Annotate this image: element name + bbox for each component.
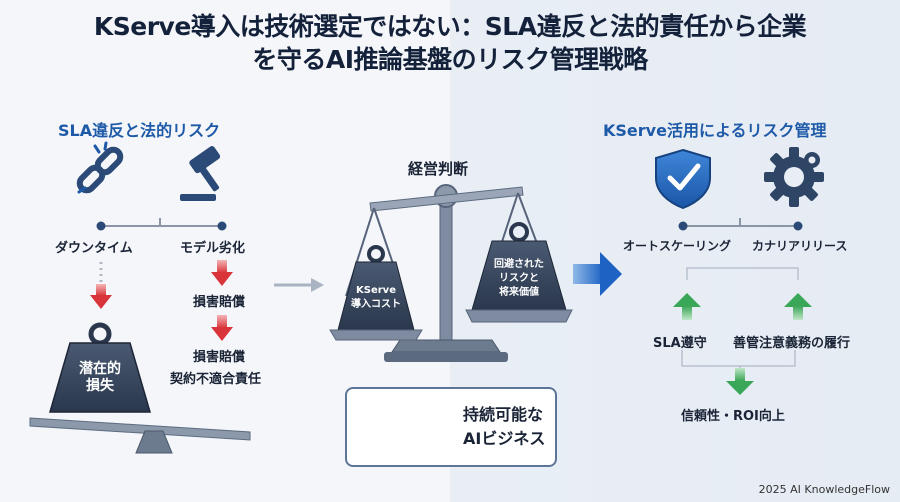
sla-compliance-label: SLA遵守 bbox=[653, 336, 707, 351]
downtime-label: ダウンタイム bbox=[55, 241, 133, 256]
kserve-cost-text: KServe 導入コスト bbox=[340, 284, 412, 312]
duty-of-care-label: 善管注意義務の履行 bbox=[733, 336, 851, 351]
avoided-risk-weight bbox=[465, 222, 573, 323]
canary-release-label: カナリアリリース bbox=[752, 239, 848, 253]
footer-credit: 2025 AI KnowledgeFlow bbox=[758, 483, 890, 496]
kserve-cost-weight bbox=[329, 245, 423, 341]
left-connector bbox=[96, 218, 227, 231]
avoided-risk-line-2: リスクと bbox=[499, 273, 539, 284]
left-to-center-arrow bbox=[274, 278, 324, 292]
result-down-arrow bbox=[726, 368, 754, 395]
damages-label-2: 損害賠償 bbox=[193, 350, 246, 365]
degradation-arrow-2 bbox=[211, 315, 233, 341]
canary-up-arrow bbox=[784, 293, 812, 320]
page-title: KServe導入は技術選定ではない：SLA違反と法的責任から企業 を守るAI推論… bbox=[0, 10, 900, 76]
title-line-1: KServe導入は技術選定ではない：SLA違反と法的責任から企業 bbox=[93, 12, 807, 41]
model-degradation-label: モデル劣化 bbox=[180, 241, 246, 256]
contract-breach-label: 契約不適合責任 bbox=[170, 372, 262, 387]
right-section-title: KServe活用によるリスク管理 bbox=[603, 121, 827, 140]
title-line-2: を守るAI推論基盤のリスク管理戦略 bbox=[252, 45, 648, 74]
callout-line-2: AIビジネス bbox=[463, 429, 546, 448]
avoided-risk-line-3: 将来価値 bbox=[499, 287, 539, 298]
callout-line-1: 持続可能な bbox=[463, 405, 544, 424]
management-decision-title: 経営判断 bbox=[408, 160, 469, 178]
potential-loss-weight bbox=[49, 322, 151, 413]
autoscaling-label: オートスケーリング bbox=[623, 239, 732, 253]
potential-loss-line-1: 潜在的 bbox=[79, 361, 121, 377]
degradation-arrow-1 bbox=[211, 260, 233, 286]
potential-loss-text: 潜在的 損失 bbox=[60, 361, 140, 395]
kserve-cost-line-2: 導入コスト bbox=[351, 299, 401, 310]
avoided-risk-line-1: 回避された bbox=[494, 259, 544, 270]
center-to-right-arrow bbox=[573, 252, 622, 296]
shield-check-icon bbox=[655, 148, 711, 210]
broken-chain-icon bbox=[76, 141, 124, 194]
callout-text: 持続可能な AIビジネス bbox=[463, 403, 559, 451]
gavel-icon bbox=[180, 146, 221, 201]
tilted-seesaw bbox=[29, 417, 251, 454]
avoided-risk-text: 回避された リスクと 将来価値 bbox=[477, 258, 561, 300]
left-section-title: SLA違反と法的リスク bbox=[58, 121, 221, 140]
autoscale-up-arrow bbox=[673, 293, 701, 320]
damages-label-1: 損害賠償 bbox=[193, 295, 246, 310]
right-connector bbox=[678, 218, 803, 231]
kserve-cost-line-1: KServe bbox=[356, 285, 396, 296]
downtime-arrow bbox=[90, 262, 112, 309]
reliability-roi-label: 信頼性・ROI向上 bbox=[681, 409, 785, 424]
potential-loss-line-2: 損失 bbox=[86, 378, 114, 394]
sustainable-ai-callout: 持続可能な AIビジネス bbox=[345, 387, 557, 467]
gear-icon bbox=[764, 147, 824, 207]
right-bracket bbox=[681, 267, 799, 368]
